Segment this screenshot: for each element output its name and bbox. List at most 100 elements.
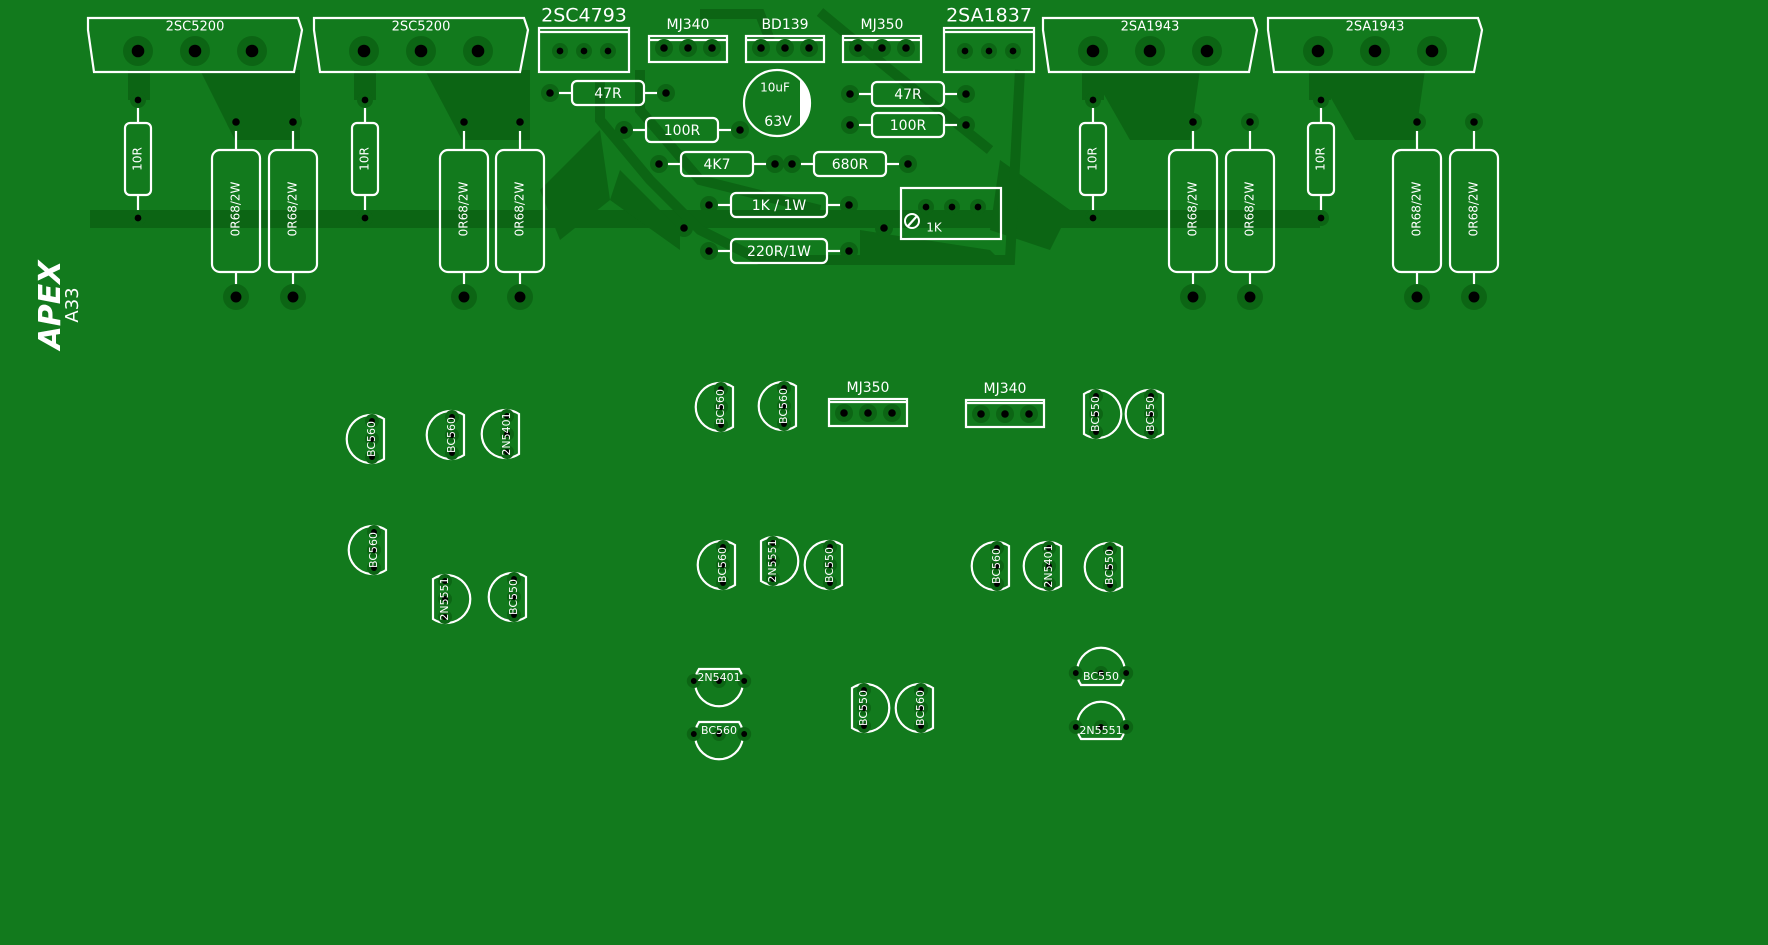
drill-hole bbox=[1311, 44, 1325, 58]
drill-hole bbox=[827, 544, 833, 550]
drill-hole bbox=[845, 247, 853, 255]
driver-label: MJ350 bbox=[847, 380, 890, 396]
drill-hole bbox=[1148, 393, 1154, 399]
drill-hole bbox=[861, 687, 867, 693]
to92-label: BC550 bbox=[1144, 396, 1157, 432]
drill-hole bbox=[741, 678, 748, 684]
to92-label: 2N5401 bbox=[1042, 544, 1055, 587]
to92-label: BC550 bbox=[1103, 549, 1116, 585]
drill-hole bbox=[880, 224, 888, 232]
drill-hole bbox=[1086, 44, 1100, 58]
drill-hole bbox=[504, 413, 510, 419]
drill-hole bbox=[781, 403, 787, 409]
drill-hole bbox=[511, 612, 517, 618]
drill-hole bbox=[781, 421, 787, 427]
emitter-resistor-label: 0R68/2W bbox=[1186, 181, 1200, 236]
emitter-resistor-label: 0R68/2W bbox=[457, 181, 471, 236]
drill-hole bbox=[1046, 563, 1052, 569]
drill-hole bbox=[511, 576, 517, 582]
drill-hole bbox=[827, 580, 833, 586]
driver-transistor-outline bbox=[744, 34, 826, 64]
drill-hole bbox=[1025, 410, 1033, 418]
drill-hole bbox=[442, 578, 448, 584]
logo-brand: APEX bbox=[33, 259, 68, 352]
drill-hole bbox=[1093, 393, 1099, 399]
drill-hole bbox=[369, 418, 375, 424]
drill-hole bbox=[948, 203, 956, 211]
drill-hole bbox=[1123, 724, 1130, 730]
drill-hole bbox=[840, 409, 848, 417]
drill-hole bbox=[1187, 291, 1199, 303]
drill-hole bbox=[684, 44, 692, 52]
drill-hole bbox=[861, 723, 867, 729]
drill-hole bbox=[361, 214, 369, 222]
drill-hole bbox=[1107, 546, 1113, 552]
drill-hole bbox=[442, 614, 448, 620]
drill-hole bbox=[1009, 47, 1017, 55]
drill-hole bbox=[781, 385, 787, 391]
to92-label: BC560 bbox=[777, 388, 790, 424]
drill-hole bbox=[705, 247, 713, 255]
driver-outline bbox=[827, 397, 909, 428]
emitter-resistor-label: 0R68/2W bbox=[1243, 181, 1257, 236]
drill-hole bbox=[511, 594, 517, 600]
drill-hole bbox=[460, 118, 468, 126]
drill-hole bbox=[1098, 670, 1104, 676]
resistor-label: 220R/1W bbox=[747, 244, 811, 260]
drill-hole bbox=[458, 291, 470, 303]
capacitor-outline bbox=[742, 68, 812, 138]
drill-hole bbox=[720, 580, 726, 586]
capacitor-polarity bbox=[800, 80, 810, 126]
drill-hole bbox=[1089, 96, 1097, 104]
resistor-label: 47R bbox=[594, 86, 622, 102]
to92-label: BC560 bbox=[445, 417, 458, 453]
to92-label: BC560 bbox=[701, 724, 737, 737]
drill-hole bbox=[1244, 291, 1256, 303]
drill-hole bbox=[918, 705, 924, 711]
drill-hole bbox=[864, 409, 872, 417]
drill-hole bbox=[716, 731, 722, 737]
drill-hole bbox=[770, 558, 776, 564]
drill-hole bbox=[655, 160, 663, 168]
drill-hole bbox=[770, 576, 776, 582]
driver-outline bbox=[964, 398, 1046, 429]
emitter-resistor-label: 0R68/2W bbox=[513, 181, 527, 236]
drill-hole bbox=[1317, 96, 1325, 104]
resistor-10r-label: 10R bbox=[1314, 147, 1328, 171]
drill-hole bbox=[1072, 724, 1079, 730]
resistor-label: 100R bbox=[890, 118, 927, 134]
driver-transistor-outline bbox=[537, 26, 631, 74]
drill-hole bbox=[369, 454, 375, 460]
to92-label: BC550 bbox=[1089, 396, 1102, 432]
resistor-10r-label: 10R bbox=[1086, 147, 1100, 171]
drill-hole bbox=[134, 96, 142, 104]
apex-logo: APEX A33 bbox=[33, 259, 83, 352]
drill-hole bbox=[289, 118, 297, 126]
trimmer-outline bbox=[899, 186, 1003, 241]
emitter-resistor-label: 0R68/2W bbox=[229, 181, 243, 236]
driver-label: MJ340 bbox=[984, 381, 1027, 397]
drill-hole bbox=[1200, 44, 1214, 58]
drill-hole bbox=[1046, 581, 1052, 587]
drill-hole bbox=[660, 44, 668, 52]
drill-hole bbox=[708, 44, 716, 52]
to92-label: BC560 bbox=[367, 532, 380, 568]
drill-hole bbox=[1107, 582, 1113, 588]
drill-hole bbox=[888, 409, 896, 417]
drill-hole bbox=[1148, 411, 1154, 417]
drill-hole bbox=[188, 44, 202, 58]
trimmer-label: 1K bbox=[926, 221, 943, 235]
to92-label: 2N5551 bbox=[766, 539, 779, 582]
to92-label: BC560 bbox=[914, 690, 927, 726]
driver-transistor-outline bbox=[841, 34, 923, 64]
drill-hole bbox=[1123, 670, 1130, 676]
drill-hole bbox=[736, 126, 744, 134]
driver-transistor-label: MJ340 bbox=[667, 17, 710, 33]
to92-label: BC550 bbox=[857, 690, 870, 726]
power-transistor-outline bbox=[1266, 16, 1484, 74]
drill-hole bbox=[1468, 291, 1480, 303]
drill-hole bbox=[1317, 214, 1325, 222]
drill-hole bbox=[788, 160, 796, 168]
resistor-10r-label: 10R bbox=[358, 147, 372, 171]
